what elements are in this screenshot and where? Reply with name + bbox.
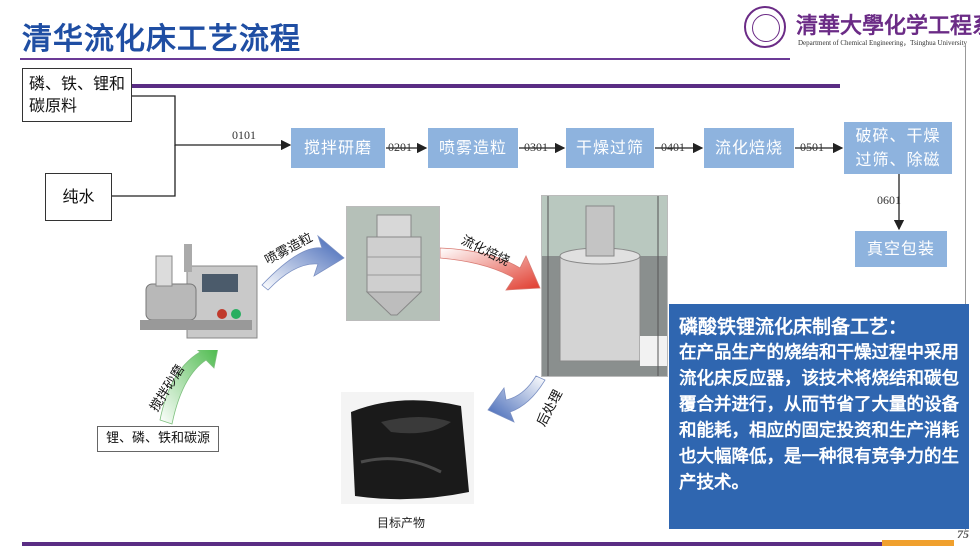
code-label: 0101 <box>232 128 256 142</box>
source-box: 锂、磷、铁和碳源 <box>97 426 219 452</box>
logo-text: 清華大學化学工程系 <box>796 13 980 39</box>
step-crush-dry-demagnetize: 破碎、干燥过筛、除磁 <box>844 122 952 174</box>
right-border-line <box>965 44 966 530</box>
pure-water-box: 纯水 <box>45 173 112 221</box>
raw-material-box: 磷、铁、锂和碳原料 <box>22 68 132 122</box>
description-title: 磷酸铁锂流化床制备工艺： <box>679 316 908 338</box>
step-vacuum-packaging: 真空包装 <box>855 231 947 267</box>
university-logo: 清華大學化学工程系 Department of Chemical Enginee… <box>744 6 980 52</box>
code-label: 0401 <box>661 140 685 154</box>
black-powder-icon <box>351 400 469 500</box>
spray-dryer-image <box>346 206 440 321</box>
step-grinding: 搅拌研磨 <box>291 128 385 168</box>
footer-accent <box>882 540 954 546</box>
page-number: 75 <box>957 527 969 541</box>
decor-bar <box>120 84 840 88</box>
university-seal-icon <box>744 6 786 48</box>
code-label: 0201 <box>388 140 412 154</box>
description-body: 在产品生产的烧结和干燥过程中采用流化床反应器，该技术将烧结和碳包覆合并进行，从而… <box>679 343 959 493</box>
code-label: 0601 <box>877 193 901 207</box>
sand-mill-icon <box>140 244 258 339</box>
step-drying-sieving: 干燥过筛 <box>566 128 654 168</box>
fluidized-bed-reactor-image <box>541 195 668 377</box>
page-title: 清华流化床工艺流程 <box>22 22 301 57</box>
spray-dryer-icon <box>347 207 439 320</box>
product-caption: 目标产物 <box>377 516 426 530</box>
step-spray-granulation: 喷雾造粒 <box>428 128 518 168</box>
sand-mill-machine-image <box>132 236 260 350</box>
code-label: 0301 <box>524 140 548 154</box>
title-underline <box>20 58 790 60</box>
target-product-image <box>341 392 474 504</box>
footer-bar <box>22 542 882 546</box>
description-box: 磷酸铁锂流化床制备工艺： 在产品生产的烧结和干燥过程中采用流化床反应器，该技术将… <box>669 304 969 529</box>
code-label: 0501 <box>800 140 824 154</box>
fluidized-bed-icon <box>542 196 667 376</box>
logo-subtitle: Department of Chemical Engineering，Tsing… <box>798 39 968 47</box>
step-fluidized-roasting: 流化焙烧 <box>704 128 794 168</box>
